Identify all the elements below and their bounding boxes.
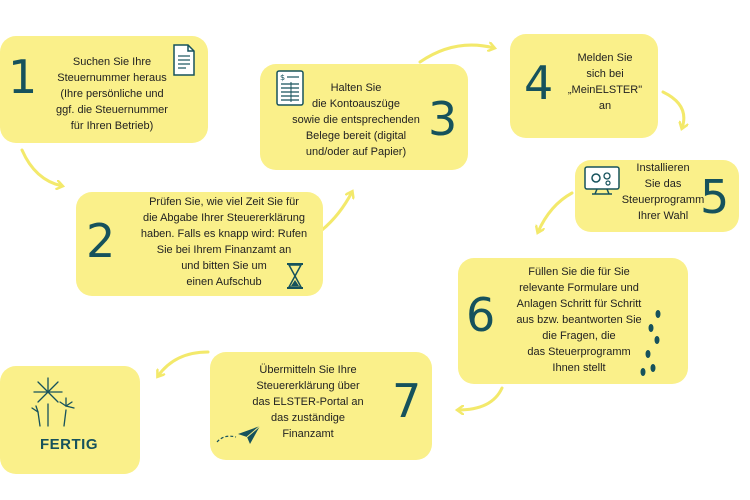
step-7-number: 7 — [392, 374, 422, 428]
step-4-box — [510, 34, 658, 138]
step-1-number: 1 — [8, 50, 38, 104]
hourglass-icon — [287, 263, 303, 289]
document-icon — [173, 44, 195, 76]
step-2-text: Prüfen Sie, wie viel Zeit Sie für die Ab… — [140, 196, 308, 288]
arrow-3-to-4 — [418, 45, 494, 64]
receipt-icon: $ — [276, 70, 304, 106]
arrow-1-to-2 — [20, 148, 62, 186]
step-7-text: Übermitteln Sie Ihre Steuererklärung übe… — [252, 364, 364, 440]
arrow-2-to-3 — [320, 192, 352, 232]
step-3-text: Halten Sie die Kontoauszüge sowie die en… — [292, 82, 420, 158]
step-3-number: 3 — [428, 92, 458, 146]
step-2-box — [76, 192, 323, 296]
step-2-number: 2 — [86, 214, 116, 268]
step-7-box — [210, 352, 432, 460]
step-6-box — [458, 258, 688, 384]
step-6-number: 6 — [466, 288, 496, 342]
computer-settings-icon — [584, 166, 620, 195]
step-4-number: 4 — [524, 56, 554, 110]
arrow-5-to-6 — [538, 191, 574, 232]
arrow-7-to-finish — [158, 350, 210, 376]
paper-plane-icon — [216, 425, 261, 444]
finish-box — [0, 366, 140, 474]
arrow-4-to-5 — [661, 90, 684, 128]
step-4-text: Melden Sie sich bei „MeinELSTER" an — [567, 52, 643, 112]
step-5-number: 5 — [700, 170, 730, 224]
fireworks-icon — [31, 377, 75, 427]
svg-text:$: $ — [280, 73, 285, 82]
step-5-text: Installieren Sie das Steuerprogramm Ihre… — [621, 162, 705, 222]
footsteps-icon — [640, 310, 661, 376]
step-6-text: Füllen Sie die für Sie relevante Formula… — [516, 266, 642, 374]
arrow-6-to-7 — [458, 386, 504, 410]
finish-label: FERTIG — [40, 436, 98, 453]
step-1-text: Suchen Sie Ihre Steuernummer heraus (Ihr… — [56, 56, 168, 132]
